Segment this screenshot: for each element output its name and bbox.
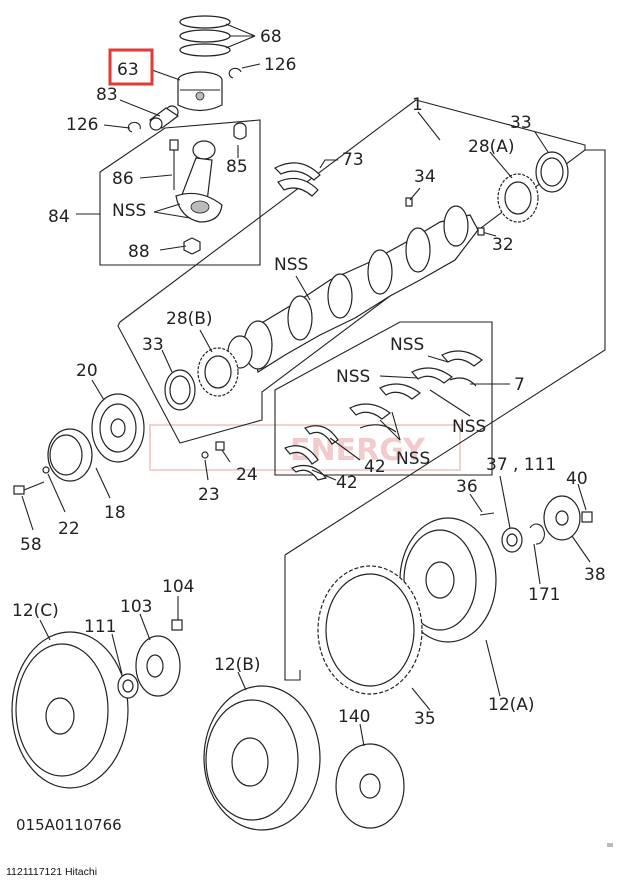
- callout-32: 32: [492, 235, 514, 255]
- callout-37-111: 37 , 111: [486, 455, 556, 475]
- callout-63: 63: [117, 60, 139, 80]
- group-frame-bearings: [274, 321, 493, 476]
- pilot-bearing: [501, 527, 523, 553]
- bolt-58: [13, 481, 45, 495]
- oil-seal-33a: [535, 151, 569, 193]
- snap-ring-left: [127, 121, 141, 133]
- callout-nss-b4: NSS: [396, 449, 430, 469]
- callout-42-upper: 42: [364, 457, 386, 477]
- callout-35: 35: [414, 709, 436, 729]
- callout-33-bottom: 33: [142, 335, 164, 355]
- gear-28a: [497, 173, 539, 223]
- bolt-86: [169, 139, 179, 190]
- callout-nss-rod: NSS: [112, 201, 146, 221]
- callout-nss-b1: NSS: [390, 335, 424, 355]
- group-frame-crankshaft: [117, 99, 586, 444]
- callout-126-top: 126: [264, 55, 296, 75]
- callout-171: 171: [528, 585, 560, 605]
- callout-22: 22: [58, 519, 80, 539]
- main-bearings: [349, 350, 484, 433]
- gear-28b: [197, 347, 239, 397]
- callout-88: 88: [128, 242, 150, 262]
- bushing-85: [233, 122, 247, 140]
- bolt-104: [171, 619, 183, 631]
- callout-86: 86: [112, 169, 134, 189]
- footer-caption: 1121117121 Hitachi: [6, 866, 98, 878]
- callout-42-lower: 42: [336, 473, 358, 493]
- callout-28a: 28(A): [468, 137, 515, 157]
- callout-1: 1: [412, 95, 423, 115]
- snap-ring-171: [529, 523, 545, 545]
- drawing-number: 015A0110766: [16, 816, 122, 834]
- flywheel-12c: [11, 631, 129, 789]
- callout-nss-crank: NSS: [274, 255, 308, 275]
- callout-103: 103: [120, 597, 152, 617]
- callout-111: 111: [84, 617, 116, 637]
- corner-mark: [607, 843, 613, 847]
- bearing-111: [117, 673, 139, 699]
- callout-85: 85: [226, 157, 248, 177]
- flywheel-12b: [203, 685, 321, 831]
- retainer-103: [135, 635, 181, 697]
- bolt-24: [215, 441, 225, 451]
- nut-88: [183, 237, 201, 255]
- plate-38: [543, 495, 581, 541]
- callout-140: 140: [338, 707, 370, 727]
- dowel-32: [477, 227, 497, 237]
- callout-18: 18: [104, 503, 126, 523]
- thrust-washer-73: [273, 162, 321, 197]
- callout-12c: 12(C): [12, 601, 59, 621]
- callout-24: 24: [236, 465, 258, 485]
- callout-labels: 68 63 126 83 126 1 33 28(A) 73 86 85 84 …: [12, 27, 606, 834]
- group-frame-rod: [99, 119, 261, 266]
- callout-23: 23: [198, 485, 220, 505]
- plate-140: [335, 743, 405, 829]
- bolt-40: [581, 511, 593, 523]
- leader-lines: [21, 23, 591, 747]
- oil-seal-33b: [164, 369, 196, 411]
- crank-pulley: [91, 393, 145, 463]
- callout-28b: 28(B): [166, 309, 213, 329]
- callout-20: 20: [76, 361, 98, 381]
- callout-58: 58: [20, 535, 42, 555]
- callout-nss-b2: NSS: [336, 367, 370, 387]
- washer-22: [42, 466, 50, 474]
- snap-ring-top: [228, 67, 242, 79]
- callout-34: 34: [414, 167, 436, 187]
- flywheel-12a: [399, 517, 497, 643]
- callout-84: 84: [48, 207, 70, 227]
- damper-18: [47, 428, 93, 482]
- callout-7: 7: [514, 375, 525, 395]
- piston-pin: [148, 105, 180, 131]
- highlight-box: [108, 48, 154, 86]
- ring-gear-35: [317, 565, 423, 695]
- callout-12a: 12(A): [488, 695, 535, 715]
- callout-36: 36: [456, 477, 478, 497]
- washer-23: [201, 451, 209, 459]
- pin-34: [405, 197, 413, 207]
- callout-nss-b3: NSS: [452, 417, 486, 437]
- callout-83: 83: [96, 85, 118, 105]
- callout-104: 104: [162, 577, 194, 597]
- connecting-rod: [175, 140, 223, 223]
- callout-73: 73: [342, 150, 364, 170]
- callout-68: 68: [260, 27, 282, 47]
- group-frame-flywheel: [284, 555, 301, 681]
- thrust-washers-42: [284, 425, 339, 481]
- callout-40: 40: [566, 469, 588, 489]
- callout-33-top: 33: [510, 113, 532, 133]
- callout-126-left: 126: [66, 115, 98, 135]
- pin-36: [479, 512, 495, 516]
- callout-12b: 12(B): [214, 655, 261, 675]
- piston: [177, 71, 223, 112]
- callout-38: 38: [584, 565, 606, 585]
- piston-ring-set: [179, 15, 231, 57]
